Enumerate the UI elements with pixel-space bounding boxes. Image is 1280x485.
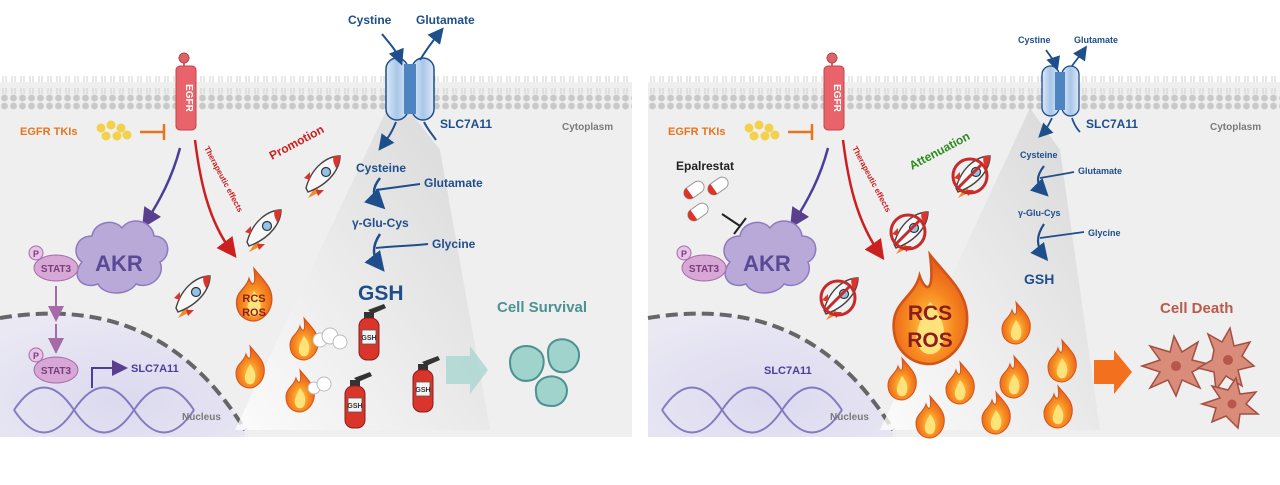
right-egfr-receptor: EGFR <box>823 52 845 131</box>
left-glutamate-join <box>375 183 421 191</box>
left-extinguisher-icon-3: GSH <box>412 355 441 413</box>
right-epalrestat-inhibition <box>721 213 747 235</box>
right-gene-label: SLC7A11 <box>764 365 812 377</box>
right-akr-label: AKR <box>743 251 791 276</box>
left-step-arrow-1 <box>364 177 386 210</box>
left-extinguisher-label-3: GSH <box>415 387 430 394</box>
right-slc7a11-transporter <box>1041 65 1080 117</box>
left-cystine-label: Cystine <box>348 13 392 27</box>
right-glycine-label: Glycine <box>1088 228 1121 238</box>
right-therapeutic-arrow <box>841 139 885 261</box>
right-stat3: STAT3 P <box>676 245 727 282</box>
right-glutamate-out-label: Glutamate <box>1074 35 1118 45</box>
left-step-arrow-2 <box>364 233 385 272</box>
left-smoke-icon-2 <box>307 376 332 395</box>
left-extinguisher-icon-1: GSH <box>358 303 387 361</box>
right-outcome-arrow <box>1094 350 1132 394</box>
right-akr-cloud: AKR <box>723 220 817 294</box>
left-extinguisher-label-2: GSH <box>347 403 362 410</box>
right-rcs-label: RCS <box>908 302 952 325</box>
right-membrane <box>648 76 1280 110</box>
left-tki-dots <box>96 120 132 141</box>
right-glycine-join <box>1039 231 1085 239</box>
left-p1-label: P <box>33 249 39 259</box>
left-extinguisher-label-1: GSH <box>361 335 376 342</box>
left-egfr-receptor: EGFR <box>175 52 197 131</box>
left-egfr-akr-arrow <box>141 147 182 229</box>
left-slc7a11-label: SLC7A11 <box>440 117 492 131</box>
left-rcs-label: RCS <box>242 293 265 305</box>
right-cysteine-label: Cysteine <box>1020 150 1058 160</box>
right-glutamate-out-arrow <box>1071 45 1087 67</box>
left-cystine-in-arrow <box>381 33 404 66</box>
left-p2-label: P <box>33 351 39 361</box>
right-step-arrow-2 <box>1030 223 1049 262</box>
right-glutamate-join <box>1039 171 1075 179</box>
left-extinguisher-icon-2: GSH <box>344 371 373 429</box>
right-p1-label: P <box>681 249 687 259</box>
left-akr-label: AKR <box>95 251 143 276</box>
left-smoke-icon-1 <box>312 327 348 350</box>
left-glycine-join <box>375 243 429 249</box>
left-outcome-label: Cell Survival <box>497 299 587 316</box>
right-egfr-akr-arrow <box>789 147 830 229</box>
right-tki-dots <box>744 120 780 141</box>
left-membrane <box>0 76 632 110</box>
left-stat3-nuclear: STAT3 P <box>28 347 79 384</box>
left-glycine-label: Glycine <box>432 237 476 251</box>
left-nuclear-envelope <box>0 311 247 432</box>
right-tki-inhibition <box>788 124 814 140</box>
left-therapeutic-arrow <box>193 139 237 259</box>
left-ros-label: ROS <box>242 307 266 319</box>
left-gsh-label: GSH <box>358 282 404 305</box>
left-stat3-cytoplasmic: STAT3 P <box>28 245 79 282</box>
left-cysteine-label: Cysteine <box>356 161 406 175</box>
left-stat3-b-label: STAT3 <box>41 366 72 377</box>
right-epalrestat-label: Epalrestat <box>676 159 734 173</box>
right-cysteine-arrow <box>1038 117 1054 138</box>
left-transcription-arrow <box>91 360 128 388</box>
right-nucleus <box>648 313 893 437</box>
left-egfr-label: EGFR <box>183 84 194 113</box>
right-nuclear-envelope <box>647 311 895 432</box>
left-glutamate-out-arrow <box>419 27 444 61</box>
left-cysteine-arrow <box>378 121 397 151</box>
right-egfr-tkis-label: EGFR TKIs <box>668 126 725 138</box>
right-nucleus-label: Nucleus <box>830 412 869 423</box>
left-cytoplasm-label: Cytoplasm <box>562 122 613 133</box>
right-egfr-label: EGFR <box>831 84 842 113</box>
right-glutamate-in-label: Glutamate <box>1078 166 1122 176</box>
right-slc7a11-label: SLC7A11 <box>1086 117 1138 131</box>
left-gene-label: SLC7A11 <box>131 363 179 375</box>
right-dying-cells-nuclei <box>1171 355 1237 409</box>
left-surviving-cells-icon <box>508 338 581 408</box>
right-outcome-label: Cell Death <box>1160 300 1233 317</box>
right-dna-helix <box>661 386 843 434</box>
left-slc7a11-transporter <box>385 57 435 121</box>
left-glutamate-in-label: Glutamate <box>424 176 483 190</box>
left-akr-cloud: AKR <box>75 220 169 294</box>
left-gglucys-label: γ-Glu-Cys <box>352 216 409 230</box>
left-egfr-tkis-label: EGFR TKIs <box>20 126 77 138</box>
left-panel: EGFR EGFR TKIs Cystine Glutamate SLC7A11… <box>0 13 632 437</box>
left-dna-helix <box>13 386 195 434</box>
left-stat3-a-label: STAT3 <box>41 264 72 275</box>
left-glutamate-exchange-arrow <box>423 121 437 141</box>
right-step-arrow-1 <box>1030 165 1049 197</box>
right-cystine-label: Cystine <box>1018 35 1051 45</box>
right-glutamate-exchange-arrow <box>1071 117 1081 133</box>
left-nucleus-label: Nucleus <box>182 412 221 423</box>
right-gsh-label: GSH <box>1024 271 1054 287</box>
right-cystine-in-arrow <box>1045 49 1060 72</box>
right-gglucys-label: γ-Glu-Cys <box>1018 208 1061 218</box>
left-glutamate-out-label: Glutamate <box>416 13 475 27</box>
right-stat3-label: STAT3 <box>689 264 720 275</box>
right-cytoplasm-label: Cytoplasm <box>1210 122 1261 133</box>
left-tki-inhibition <box>140 124 166 140</box>
right-ros-label: ROS <box>907 329 953 352</box>
left-outcome-arrow <box>446 346 488 394</box>
right-panel: EGFR EGFR TKIs Epalrestat Cystine Glutam… <box>647 35 1280 439</box>
